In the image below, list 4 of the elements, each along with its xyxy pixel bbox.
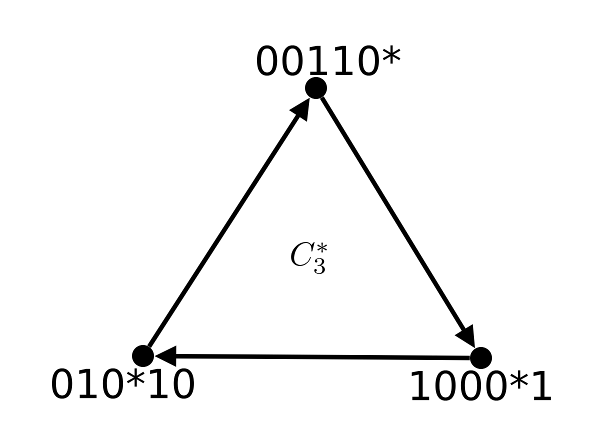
cycle-label: $C_3^*$ bbox=[291, 242, 327, 274]
node-label: 010*10 bbox=[52, 368, 194, 399]
node-label: 00110* bbox=[257, 45, 400, 76]
node-label: 1000*1 bbox=[412, 370, 551, 401]
